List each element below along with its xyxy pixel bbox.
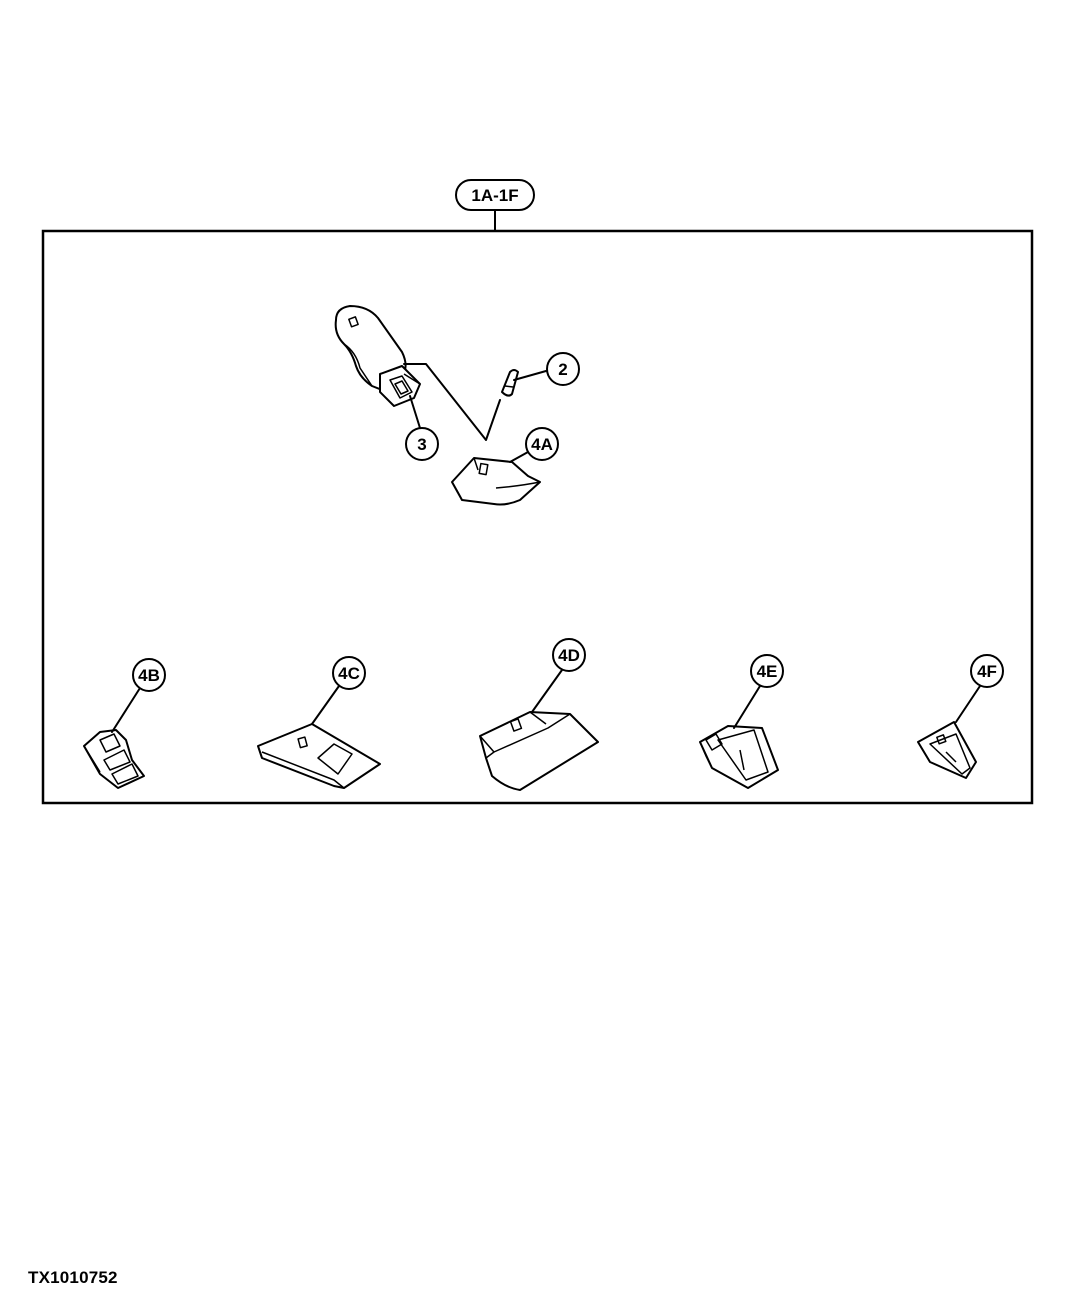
assembly-frame bbox=[41, 229, 1034, 805]
adapter-part bbox=[334, 305, 421, 407]
tooth-4b-part bbox=[83, 729, 145, 789]
svg-text:4D: 4D bbox=[558, 646, 580, 665]
tooth-4e-part bbox=[699, 725, 779, 789]
tooth-4d-part bbox=[479, 711, 599, 791]
callout-4a: 4A bbox=[509, 427, 559, 463]
tooth-4f-part bbox=[917, 721, 977, 779]
pin-part bbox=[501, 369, 519, 397]
callout-3: 3 bbox=[405, 395, 439, 461]
assembly-callout-label: 1A-1F bbox=[471, 186, 518, 205]
svg-text:2: 2 bbox=[558, 360, 567, 379]
svg-text:4B: 4B bbox=[138, 666, 160, 685]
callout-2: 2 bbox=[513, 352, 580, 386]
svg-text:4C: 4C bbox=[338, 664, 360, 683]
callout-4d: 4D bbox=[531, 638, 586, 713]
callout-4b: 4B bbox=[111, 658, 166, 733]
assembly-callout: 1A-1F bbox=[455, 179, 535, 232]
tooth-4c-part bbox=[257, 723, 381, 789]
callout-4c: 4C bbox=[311, 656, 366, 725]
tooth-4a-part bbox=[451, 457, 541, 506]
callout-4f: 4F bbox=[955, 654, 1004, 723]
svg-text:4E: 4E bbox=[757, 662, 778, 681]
svg-text:4A: 4A bbox=[531, 435, 553, 454]
svg-text:4F: 4F bbox=[977, 662, 997, 681]
figure-reference: TX1010752 bbox=[28, 1268, 118, 1287]
svg-text:3: 3 bbox=[417, 435, 426, 454]
callout-4e: 4E bbox=[733, 654, 784, 729]
